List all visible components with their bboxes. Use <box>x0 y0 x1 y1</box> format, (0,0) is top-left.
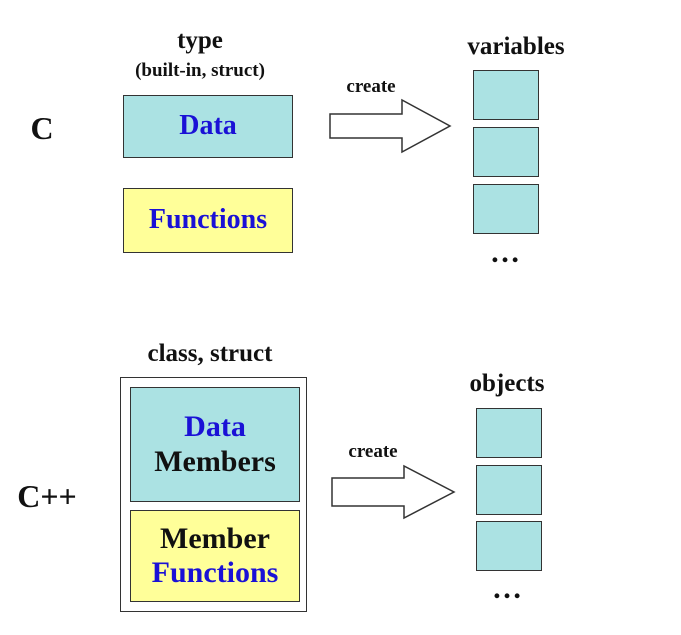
cpp-create-arrow-icon <box>331 464 456 520</box>
variable-cell-2 <box>473 127 539 177</box>
member-functions-box: Member Functions <box>130 510 300 602</box>
functions-box: Functions <box>123 188 293 253</box>
member-functions-line1: Member <box>160 521 270 555</box>
objects-ellipsis: … <box>492 572 522 605</box>
type-subtitle: (built-in, struct) <box>135 60 265 81</box>
variable-cell-1 <box>473 70 539 120</box>
member-functions-line2: Functions <box>151 556 279 589</box>
variable-cell-3 <box>473 184 539 234</box>
cpp-create-label: create <box>348 441 398 462</box>
data-box-label: Data <box>179 110 237 142</box>
variables-title: variables <box>467 33 565 60</box>
type-title: type <box>177 27 223 54</box>
data-members-box: Data Members <box>130 387 300 502</box>
variables-ellipsis: … <box>490 236 520 269</box>
object-cell-3 <box>476 521 542 571</box>
object-cell-1 <box>476 408 542 458</box>
cpp-language-label: C++ <box>17 478 77 514</box>
c-language-label: C <box>30 110 54 146</box>
object-cell-2 <box>476 465 542 515</box>
c-create-label: create <box>346 76 396 97</box>
data-members-line1: Data <box>184 410 246 443</box>
class-struct-title: class, struct <box>147 340 273 367</box>
data-box: Data <box>123 95 293 158</box>
data-members-line2: Members <box>154 444 276 478</box>
objects-title: objects <box>469 370 545 397</box>
functions-box-label: Functions <box>148 204 268 236</box>
c-create-arrow-icon <box>329 98 452 154</box>
